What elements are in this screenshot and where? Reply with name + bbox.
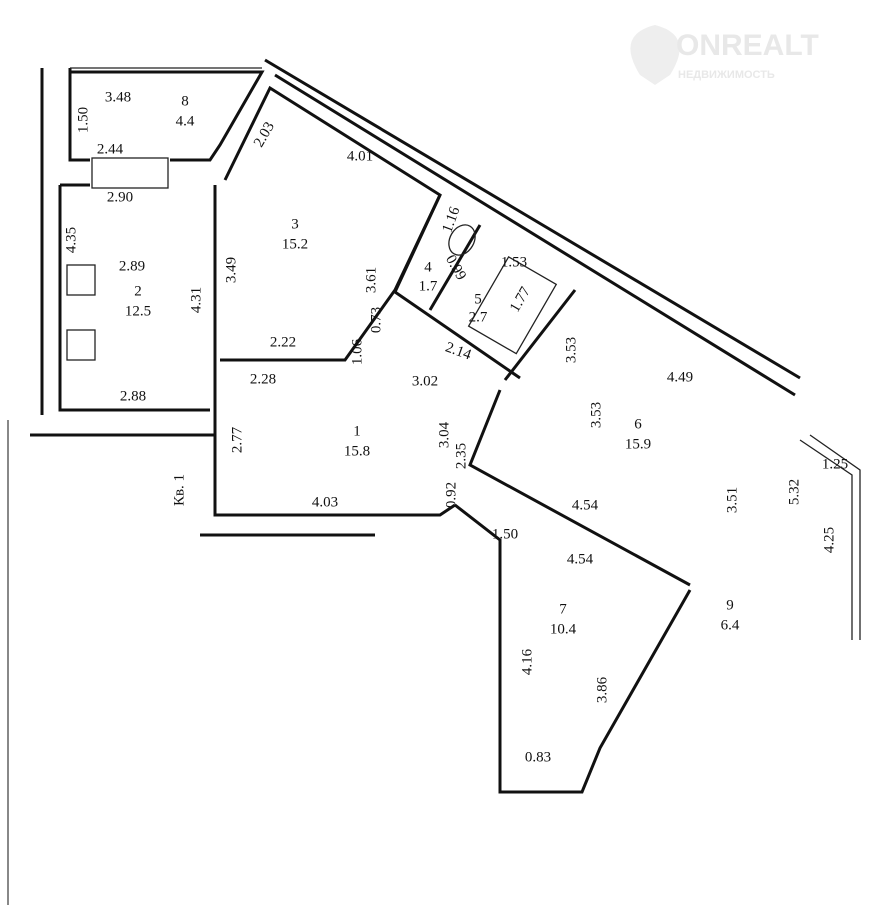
dim: 3.61 [363,267,379,293]
dim: 1.50 [75,107,91,133]
dim: 3.02 [412,373,438,389]
walls [7,58,861,905]
dim: 5.32 [786,479,802,505]
room-1-number: 1 [353,423,361,439]
dim: 3.51 [724,487,740,513]
dim: 3.48 [105,89,131,105]
room-7-area: 10.4 [550,621,577,637]
room-4-number: 4 [424,259,432,275]
room-3-number: 3 [291,216,299,232]
dim: 2.90 [107,189,133,205]
dim: 4.54 [572,497,599,513]
dim: 0.99 [442,252,469,283]
dim: 1.06 [349,338,365,365]
apartment-label: Кв. 1 [171,474,187,506]
dim: 4.49 [667,369,693,385]
dim: 2.88 [120,388,146,404]
dim: 2.22 [270,334,296,350]
watermark-house-icon [630,25,680,85]
watermark-subtitle: НЕДВИЖИМОСТЬ [678,69,775,81]
dim: 2.28 [250,371,276,387]
dim: 2.77 [229,426,245,453]
dim: 4.01 [347,148,373,164]
room-2-area: 12.5 [125,303,151,319]
room-labels: 1 15.8 2 12.5 3 15.2 4 1.7 5 2.7 6 15.9 … [125,93,740,637]
dim: 3.53 [588,402,604,428]
room-5-area: 2.7 [469,309,488,325]
dim: 4.54 [567,551,594,567]
dim: 4.31 [188,287,204,313]
dim: 1.50 [492,526,518,542]
watermark: ONREALT НЕДВИЖИМОСТЬ [630,25,819,85]
dim: 3.49 [223,257,239,283]
dim: 2.03 [251,119,278,150]
room-9-number: 9 [726,597,734,613]
dim: 1.16 [439,204,463,235]
dim: 4.03 [312,494,338,510]
room-9-area: 6.4 [721,617,740,633]
dim: 1.53 [501,254,527,270]
watermark-brand: ONREALT [676,29,819,62]
dim: 2.44 [97,141,124,157]
dim: 0.92 [443,482,459,508]
dim: 4.35 [63,227,79,253]
dim: 4.25 [821,527,837,553]
dim: 0.73 [368,307,384,333]
dim: 2.89 [119,258,145,274]
room-4-area: 1.7 [419,278,438,294]
dim: 3.86 [594,676,610,703]
room-6-number: 6 [634,416,642,432]
room-3-area: 15.2 [282,236,308,252]
dim: 1.25 [822,456,848,472]
dim: 4.16 [519,648,535,675]
room-8-number: 8 [181,93,189,109]
room-1-area: 15.8 [344,443,370,459]
room-2-number: 2 [134,283,142,299]
dim: 1.77 [507,284,534,315]
dim: 2.35 [453,443,469,469]
dim: 0.83 [525,749,551,765]
room-6-area: 15.9 [625,436,651,452]
dimensions: 3.48 1.50 2.44 2.90 4.35 2.89 4.31 2.88 … [63,89,848,765]
room-8-area: 4.4 [176,113,195,129]
room-7-number: 7 [559,601,567,617]
dim: 3.53 [563,337,579,363]
room-5-number: 5 [474,291,482,307]
dim: 3.04 [436,421,452,448]
